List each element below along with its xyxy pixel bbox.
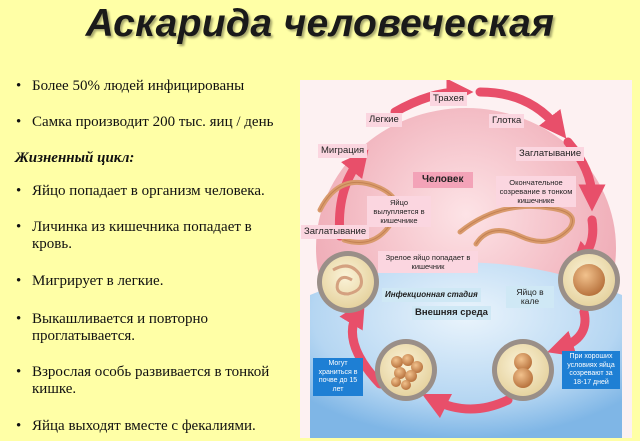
label-final-maturation: Окончательное созревание в тонком кишечн… (496, 176, 576, 207)
label-ripen-conditions: При хороших условиях яйца созревают за 1… (562, 351, 620, 389)
life-cycle-step: Яйца выходят вместе с фекалиями. (16, 418, 294, 435)
label-lungs: Легкие (366, 113, 402, 127)
egg-larva (317, 251, 379, 313)
fact-item: Более 50% людей инфицированы (16, 78, 294, 95)
life-cycle-step: Личинка из кишечника попадает в кровь. (16, 219, 294, 253)
life-cycle-step: Яйцо попадает в организм человека. (16, 183, 294, 200)
label-soil-storage: Могут храниться в почве до 15 лет (313, 358, 363, 396)
egg-multi-cell (375, 339, 437, 401)
label-egg-in-feces: Яйцо в кале (506, 286, 554, 308)
fact-item: Самка производит 200 тыс. яиц / день (16, 114, 294, 131)
life-cycle-diagram: Трахея Легкие Глотка Миграция Заглатыван… (300, 80, 632, 438)
label-swallowing-top: Заглатывание (516, 147, 585, 161)
label-egg-hatches: Яйцо вылупляется в кишечнике (367, 196, 431, 227)
life-cycle-step: Выкашливается и повторно проглатывается. (16, 311, 294, 345)
label-infection-stage: Инфекционная стадия (382, 288, 481, 302)
label-environment: Внешняя среда (412, 306, 491, 320)
egg-two-cell (492, 339, 554, 401)
cycle-arrows (334, 80, 606, 419)
life-cycle-step: Мигрирует в легкие. (16, 273, 294, 290)
page-title: Аскарида человеческая (85, 2, 555, 45)
label-mature-egg: Зрелое яйцо попадает в кишечник (378, 251, 478, 273)
label-pharynx: Глотка (489, 114, 525, 128)
label-trachea: Трахея (430, 92, 467, 106)
label-swallowing-left: Заглатывание (301, 225, 370, 239)
label-human: Человек (413, 172, 473, 188)
egg-in-feces (558, 249, 620, 311)
label-migration: Миграция (318, 144, 368, 158)
life-cycle-step: Взрослая особь развивается в тонкой кишк… (16, 364, 294, 398)
life-cycle-heading: Жизненный цикл: (15, 150, 135, 166)
